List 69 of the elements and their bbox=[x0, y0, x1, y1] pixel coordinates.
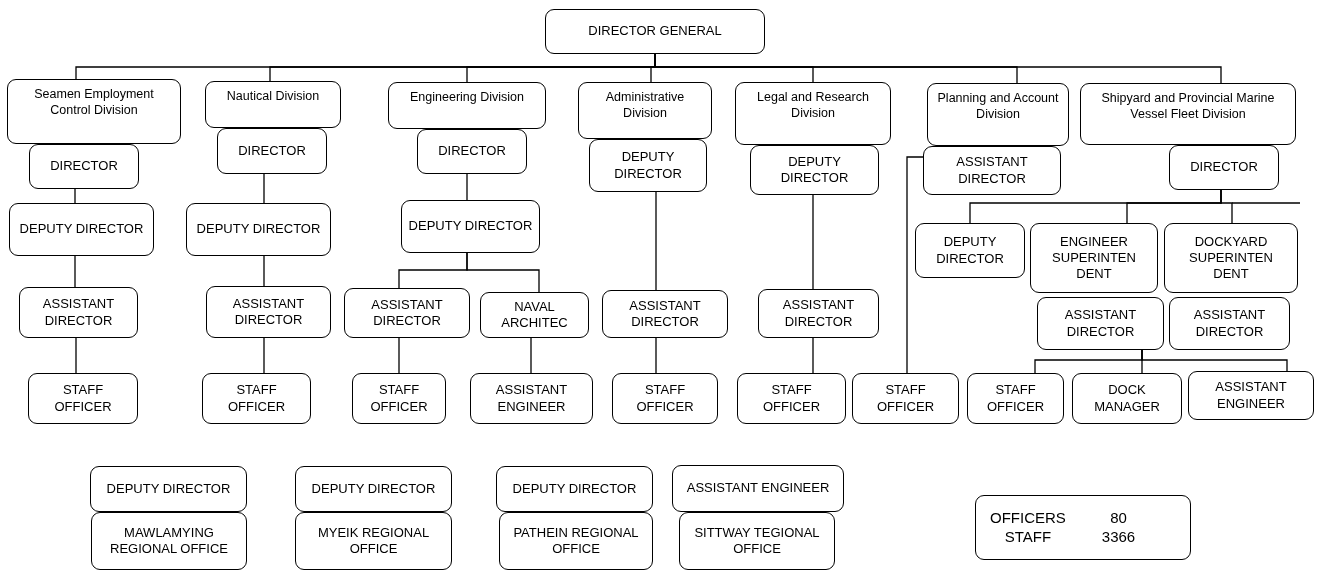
summary-box bbox=[975, 495, 1191, 560]
position-box: ASSISTANT DIRECTOR bbox=[923, 146, 1061, 195]
position-box: ASSISTANT DIRECTOR bbox=[206, 286, 331, 338]
connector-line bbox=[906, 156, 924, 374]
position-box: DOCK MANAGER bbox=[1072, 373, 1182, 424]
connector-line bbox=[466, 252, 540, 293]
position-box: DIRECTOR GENERAL bbox=[545, 9, 765, 54]
count-value: 80 bbox=[1109, 508, 1128, 528]
division-box: Administrative Division bbox=[578, 82, 712, 139]
position-box: PATHEIN REGIONAL OFFICE bbox=[499, 512, 653, 570]
connector-line bbox=[263, 255, 265, 287]
position-box: DEPUTY DIRECTOR bbox=[750, 145, 879, 195]
position-box: DEPUTY DIRECTOR bbox=[401, 200, 540, 253]
connector-line bbox=[74, 255, 76, 288]
connector-line bbox=[398, 337, 400, 374]
position-box: ASSISTANT DIRECTOR bbox=[1169, 297, 1290, 350]
connector-line bbox=[466, 173, 468, 201]
position-box: DEPUTY DIRECTOR bbox=[915, 223, 1025, 278]
connector-line bbox=[74, 188, 76, 204]
position-box: DIRECTOR bbox=[217, 128, 327, 174]
connector-line bbox=[812, 194, 814, 290]
position-box: STAFF OFFICER bbox=[967, 373, 1064, 424]
position-box: DEPUTY DIRECTOR bbox=[9, 203, 154, 256]
division-box: Nautical Division bbox=[205, 81, 341, 128]
connector-line bbox=[530, 337, 532, 374]
connector-line bbox=[655, 337, 657, 374]
position-box: DIRECTOR bbox=[29, 144, 139, 189]
position-box: ASSISTANT DIRECTOR bbox=[1037, 297, 1164, 350]
position-box: MAWLAMYING REGIONAL OFFICE bbox=[91, 512, 247, 570]
position-box: STAFF OFFICER bbox=[28, 373, 138, 424]
position-box: DEPUTY DIRECTOR bbox=[295, 466, 452, 512]
position-box: DEPUTY DIRECTOR bbox=[90, 466, 247, 512]
position-box: ASSISTANT ENGINEER bbox=[672, 465, 844, 512]
position-box: STAFF OFFICER bbox=[852, 373, 959, 424]
division-box: Seamen Employment Control Division bbox=[7, 79, 181, 144]
position-box: ASSISTANT DIRECTOR bbox=[602, 290, 728, 338]
connector-line bbox=[263, 337, 265, 374]
connector-line bbox=[1141, 349, 1288, 372]
position-box: DEPUTY DIRECTOR bbox=[186, 203, 331, 256]
count-label: OFFICERS bbox=[990, 508, 1066, 528]
position-box: DIRECTOR bbox=[1169, 145, 1279, 190]
division-box: Shipyard and Provincial Marine Vessel Fleet Division bbox=[1080, 83, 1296, 145]
position-box: ASSISTANT ENGINEER bbox=[470, 373, 593, 424]
position-box: ASSISTANT ENGINEER bbox=[1188, 371, 1314, 420]
connector-line bbox=[75, 337, 77, 374]
connector-line bbox=[812, 337, 814, 374]
position-box: STAFF OFFICER bbox=[737, 373, 846, 424]
division-box: Engineering Division bbox=[388, 82, 546, 129]
position-box: ASSISTANT DIRECTOR bbox=[758, 289, 879, 338]
connector-line bbox=[263, 173, 265, 204]
division-box: Legal and Research Division bbox=[735, 82, 891, 145]
position-box: DIRECTOR bbox=[417, 129, 527, 174]
position-box: STAFF OFFICER bbox=[612, 373, 718, 424]
count-value: 3366 bbox=[1101, 527, 1136, 547]
position-box: DEPUTY DIRECTOR bbox=[496, 466, 653, 512]
position-box: DOCKYARD SUPERINTEN DENT bbox=[1164, 223, 1298, 293]
connector-line bbox=[1220, 189, 1233, 224]
division-box: Planning and Account Division bbox=[927, 83, 1069, 146]
position-box: ASSISTANT DIRECTOR bbox=[19, 287, 138, 338]
position-box: STAFF OFFICER bbox=[202, 373, 311, 424]
position-box: SITTWAY TEGIONAL OFFICE bbox=[679, 512, 835, 570]
position-box: NAVAL ARCHITEC bbox=[480, 292, 589, 338]
count-label: STAFF bbox=[1003, 527, 1053, 547]
connector-line bbox=[655, 191, 657, 291]
position-box: DEPUTY DIRECTOR bbox=[589, 139, 707, 192]
position-box: ASSISTANT DIRECTOR bbox=[344, 288, 470, 338]
position-box: ENGINEER SUPERINTEN DENT bbox=[1030, 223, 1158, 293]
position-box: MYEIK REGIONAL OFFICE bbox=[295, 512, 452, 570]
position-box: STAFF OFFICER bbox=[352, 373, 446, 424]
